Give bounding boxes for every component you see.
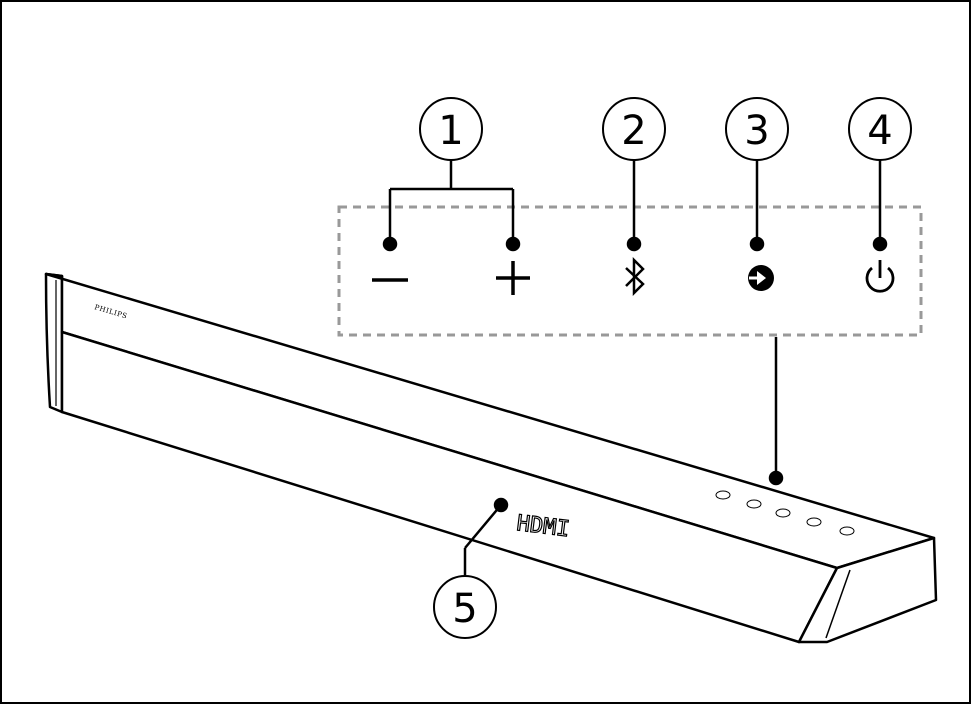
soundbar-left-end	[44, 272, 64, 414]
detail-leader	[768, 337, 784, 486]
callout-5-leader	[463, 497, 509, 575]
source-icon	[748, 265, 774, 291]
callout-1-circle	[419, 97, 483, 161]
bluetooth-icon	[625, 256, 645, 297]
top-button-minus	[715, 490, 731, 500]
callout-3-circle	[725, 97, 789, 161]
callout-5-number: 5	[452, 586, 477, 632]
callout-3-leader	[749, 160, 765, 252]
callout-1-number: 1	[438, 108, 463, 154]
callout-3-number: 3	[744, 108, 769, 154]
top-button-plus	[746, 499, 762, 509]
callout-circles	[419, 97, 912, 639]
callout-2-number: 2	[621, 108, 646, 154]
plus-icon	[496, 261, 530, 295]
callout-2-leader	[626, 160, 642, 252]
callout-4-leader	[872, 160, 888, 252]
callout-4-number: 4	[867, 108, 892, 154]
top-panel-buttons	[715, 490, 855, 536]
top-button-bluetooth	[775, 508, 791, 518]
controls-detail-box	[337, 205, 923, 337]
power-icon	[865, 260, 895, 293]
top-button-source	[806, 517, 822, 527]
callout-2-circle	[602, 97, 666, 161]
soundbar	[44, 272, 938, 644]
top-button-power	[839, 526, 855, 536]
callout-1-leader	[382, 160, 521, 252]
callout-5-circle	[433, 575, 497, 639]
callout-4-circle	[848, 97, 912, 161]
